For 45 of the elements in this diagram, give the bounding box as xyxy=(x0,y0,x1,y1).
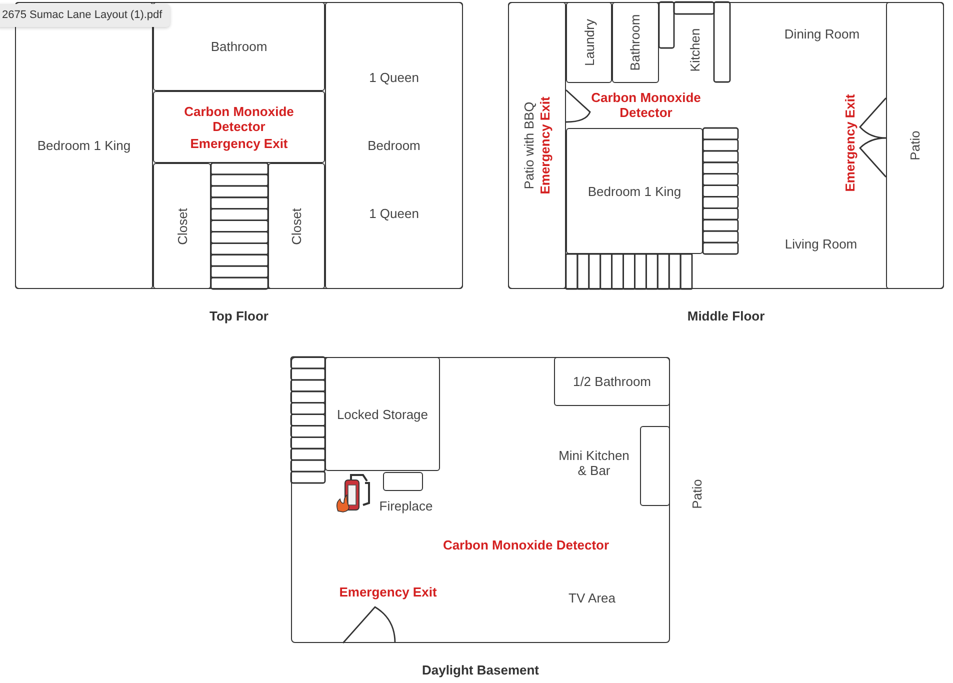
safety-label: Emergency Exit xyxy=(339,584,437,600)
floor-title: Daylight Basement xyxy=(422,662,540,678)
floor-title: Top Floor xyxy=(210,308,268,324)
floor-title: Middle Floor xyxy=(687,308,765,324)
file-name-tab: 2675 Sumac Lane Layout (1).pdf xyxy=(0,4,170,27)
safety-label: Carbon Monoxide Detector xyxy=(590,90,702,120)
room-label: Patio with BBQ xyxy=(522,100,536,192)
safety-label: Emergency Exit xyxy=(538,96,552,194)
safety-label: Carbon Monoxide Detector xyxy=(442,538,610,552)
room xyxy=(268,163,325,289)
room xyxy=(612,2,659,83)
room-label: Laundry xyxy=(582,19,596,66)
room-label: Mini Kitchen & Bar xyxy=(558,448,630,478)
room-label: Bathroom xyxy=(210,39,268,54)
room-label: Bedroom 1 King xyxy=(588,184,682,198)
room-label: Kitchen xyxy=(688,28,702,72)
room xyxy=(153,163,211,289)
fireplace xyxy=(383,472,423,491)
bar-counter xyxy=(640,426,670,506)
room-label: 1 Queen xyxy=(369,70,419,85)
safety-label: Carbon Monoxide Detector xyxy=(183,104,295,134)
safety-label: Emergency Exit xyxy=(190,136,288,150)
room-label: Bedroom xyxy=(368,138,420,153)
room-label: 1/2 Bathroom xyxy=(572,374,652,389)
room xyxy=(153,91,325,163)
room xyxy=(566,128,703,254)
room-label: Closet xyxy=(289,208,304,244)
room xyxy=(566,2,612,83)
room-label: Bathroom xyxy=(628,14,643,71)
room-label: Locked Storage xyxy=(336,406,428,422)
room-label: Fireplace xyxy=(379,498,433,514)
safety-label: Emergency Exit xyxy=(842,94,858,192)
room-label: TV Area xyxy=(568,590,616,606)
room xyxy=(886,2,944,289)
room-label: Bedroom 1 King xyxy=(37,138,131,153)
room-label: 1 Queen xyxy=(369,206,419,222)
room-label: Living Room xyxy=(784,236,858,252)
room xyxy=(554,357,670,406)
room-label: Dining Room xyxy=(784,26,860,42)
room-label: Closet xyxy=(174,208,190,244)
room xyxy=(325,2,463,289)
room xyxy=(325,357,440,471)
room xyxy=(508,2,566,289)
room-label: Patio xyxy=(908,130,922,160)
room-label: Patio xyxy=(690,479,704,509)
